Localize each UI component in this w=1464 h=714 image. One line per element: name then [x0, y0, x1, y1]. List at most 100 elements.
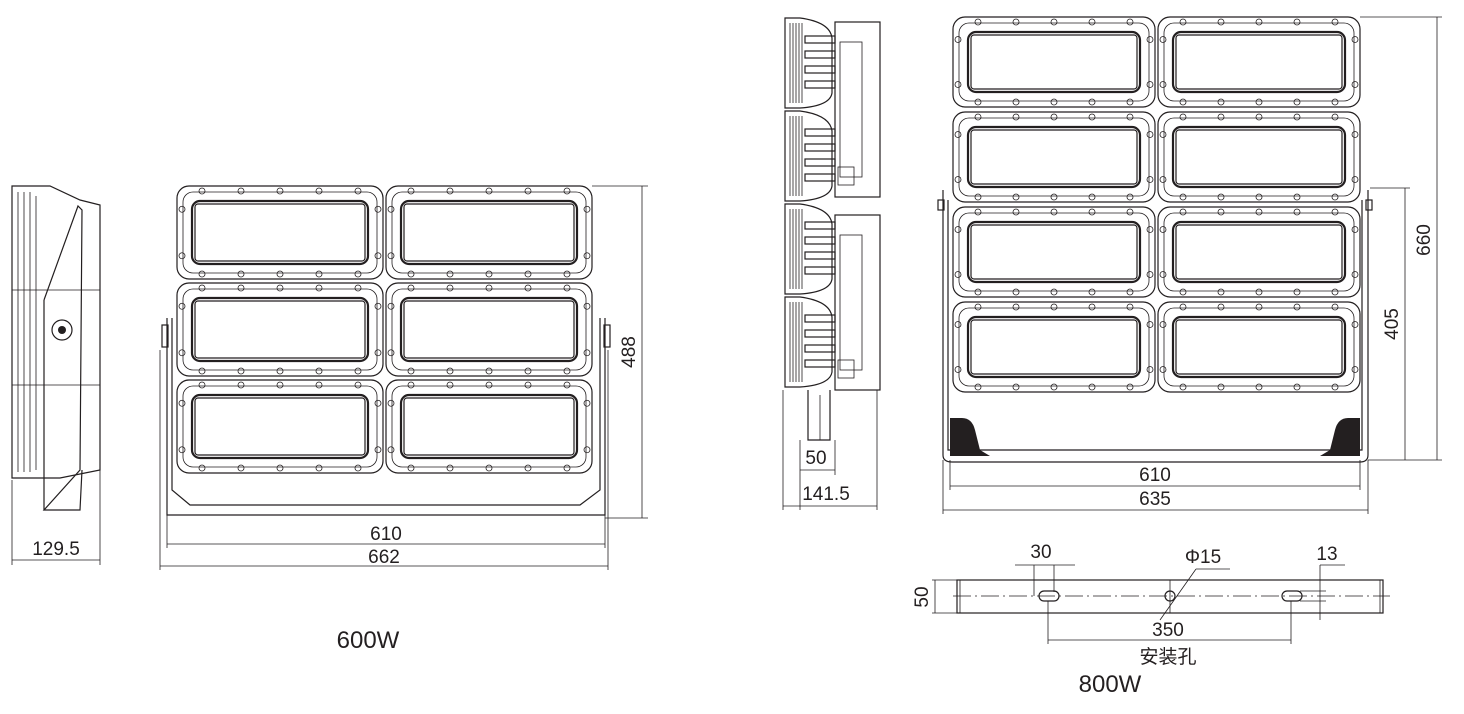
screw-icon	[1255, 113, 1263, 121]
screw-icon	[485, 284, 493, 292]
led-module-panel	[1157, 206, 1361, 298]
screw-icon	[524, 284, 532, 292]
screw-icon	[563, 187, 571, 195]
screw-icon	[1088, 18, 1096, 26]
screw-icon	[237, 284, 245, 292]
screw-icon	[276, 367, 284, 375]
screw-icon	[524, 187, 532, 195]
screw-icon	[1088, 303, 1096, 311]
screw-icon	[276, 284, 284, 292]
led-module-panel	[952, 301, 1156, 393]
screw-icon	[354, 381, 362, 389]
screw-icon	[315, 270, 323, 278]
screw-icon	[1293, 383, 1301, 391]
screw-icon	[1293, 208, 1301, 216]
screw-icon	[407, 381, 415, 389]
screw-icon	[1179, 18, 1187, 26]
screw-icon	[1331, 303, 1339, 311]
screw-icon	[354, 270, 362, 278]
screw-icon	[1050, 383, 1058, 391]
side-module	[784, 110, 836, 202]
screw-icon	[446, 187, 454, 195]
screw-icon	[524, 367, 532, 375]
screw-icon	[198, 464, 206, 472]
dim-600w-height: 488	[619, 336, 640, 368]
led-module-panel	[1157, 301, 1361, 393]
mount-hole-caption: 安装孔	[1139, 646, 1196, 668]
screw-icon	[315, 187, 323, 195]
screw-icon	[1293, 98, 1301, 106]
screw-icon	[1255, 383, 1263, 391]
screw-icon	[1331, 193, 1339, 201]
screw-icon	[1331, 98, 1339, 106]
screw-icon	[446, 284, 454, 292]
screw-icon	[1293, 113, 1301, 121]
screw-icon	[485, 464, 493, 472]
dim-600w-inner-width: 610	[370, 524, 402, 545]
screw-icon	[237, 381, 245, 389]
screw-icon	[974, 98, 982, 106]
led-module-panel	[952, 16, 1156, 108]
screw-icon	[1126, 383, 1134, 391]
screw-icon	[563, 284, 571, 292]
screw-icon	[1255, 208, 1263, 216]
screw-icon	[1255, 303, 1263, 311]
dim-800w-bracket-width: 50	[805, 448, 826, 469]
dim-600w-total-width: 662	[368, 547, 400, 568]
dim-600w-depth: 129.5	[32, 539, 80, 560]
led-module-panel	[176, 185, 384, 280]
screw-icon	[237, 187, 245, 195]
screw-icon	[1179, 288, 1187, 296]
screw-icon	[407, 464, 415, 472]
screw-icon	[1012, 383, 1020, 391]
screw-icon	[1088, 208, 1096, 216]
screw-icon	[1088, 288, 1096, 296]
screw-icon	[1293, 18, 1301, 26]
screw-icon	[354, 464, 362, 472]
screw-icon	[1012, 208, 1020, 216]
front-view-600w: 610 662 488 600W	[159, 185, 648, 654]
led-module-panel	[176, 282, 384, 377]
screw-icon	[485, 187, 493, 195]
dim-800w-inner-width: 610	[1139, 465, 1171, 486]
screw-icon	[1126, 303, 1134, 311]
screw-icon	[1050, 193, 1058, 201]
screw-icon	[1331, 208, 1339, 216]
screw-icon	[354, 284, 362, 292]
screw-icon	[1050, 288, 1058, 296]
screw-icon	[1331, 18, 1339, 26]
led-module-panel	[1157, 16, 1361, 108]
screw-icon	[1179, 98, 1187, 106]
led-module-panel	[1157, 111, 1361, 203]
screw-icon	[1293, 288, 1301, 296]
led-module-panel	[385, 379, 593, 474]
screw-icon	[198, 270, 206, 278]
screw-icon	[1126, 98, 1134, 106]
dim-rail-height: 50	[912, 586, 933, 607]
screw-icon	[1255, 18, 1263, 26]
screw-icon	[1179, 193, 1187, 201]
screw-icon	[1050, 303, 1058, 311]
screw-icon	[1012, 193, 1020, 201]
screw-icon	[1126, 113, 1134, 121]
model-label-800w: 800W	[1079, 671, 1142, 698]
screw-icon	[563, 464, 571, 472]
screw-icon	[563, 381, 571, 389]
screw-icon	[1217, 208, 1225, 216]
screw-icon	[237, 367, 245, 375]
screw-icon	[1255, 98, 1263, 106]
side-module	[784, 17, 836, 109]
dim-800w-total-width: 635	[1139, 489, 1171, 510]
driver-box	[834, 21, 881, 198]
screw-icon	[1217, 98, 1225, 106]
screw-icon	[1179, 113, 1187, 121]
screw-icon	[276, 381, 284, 389]
screw-icon	[198, 187, 206, 195]
screw-icon	[563, 270, 571, 278]
screw-icon	[315, 284, 323, 292]
side-view-600w: 129.5	[11, 185, 101, 565]
screw-icon	[1012, 113, 1020, 121]
side-module	[784, 203, 836, 295]
screw-icon	[974, 303, 982, 311]
